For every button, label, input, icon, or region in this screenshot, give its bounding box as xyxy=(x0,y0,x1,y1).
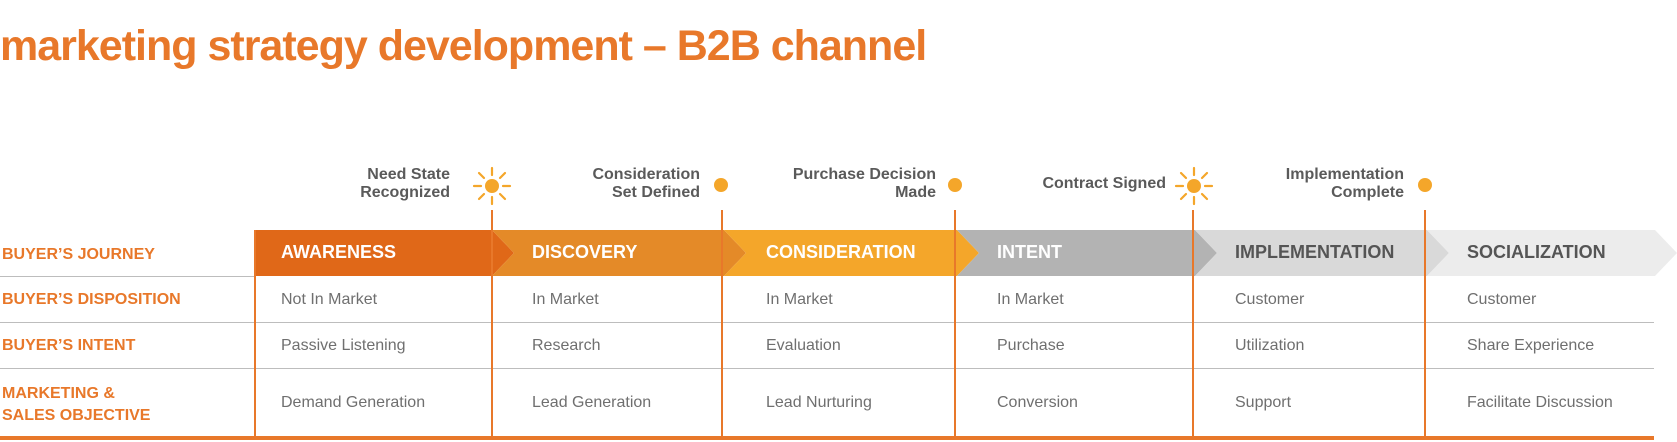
cell-objective: Facilitate Discussion xyxy=(1467,394,1613,411)
cell-disposition: In Market xyxy=(532,291,599,308)
row-label-objective-line1: MARKETING & xyxy=(2,385,115,402)
stage-arrow-intent xyxy=(957,230,1217,276)
milestone-contract-signed: Contract Signed xyxy=(1042,175,1166,193)
milestone-consideration-set: Consideration Set Defined xyxy=(592,166,700,202)
row-divider xyxy=(0,276,255,277)
stage-arrow-consideration xyxy=(724,230,979,276)
dot-icon xyxy=(1418,178,1432,192)
row-divider xyxy=(0,368,1654,369)
stage-arrow-discovery xyxy=(492,230,746,276)
row-label-objective-line2: SALES OBJECTIVE xyxy=(2,407,151,424)
cell-objective: Support xyxy=(1235,394,1292,411)
milestone-connector xyxy=(1192,210,1194,438)
sun-icon xyxy=(472,166,512,206)
cell-objective: Lead Nurturing xyxy=(766,394,872,411)
cell-intent: Research xyxy=(532,337,601,354)
stage-name-intent: INTENT xyxy=(997,242,1062,262)
row-label-intent: BUYER’S INTENT xyxy=(2,337,136,354)
cell-disposition: In Market xyxy=(997,291,1064,308)
row-label-disposition: BUYER’S DISPOSITION xyxy=(2,291,181,308)
cell-objective: Demand Generation xyxy=(281,394,426,411)
milestone-implementation-complete: Implementation Complete xyxy=(1286,166,1404,202)
cell-objective: Conversion xyxy=(997,394,1078,411)
cell-intent: Utilization xyxy=(1235,337,1305,354)
cell-intent: Evaluation xyxy=(766,337,841,354)
stage-name-awareness: AWARENESS xyxy=(281,242,397,262)
milestone-need-state: Need State Recognized xyxy=(360,166,450,202)
cell-disposition: In Market xyxy=(766,291,833,308)
cell-disposition: Not In Market xyxy=(281,291,378,308)
stage-arrow-implementation xyxy=(1195,230,1449,276)
milestone-label-line1: Implementation xyxy=(1285,166,1404,183)
milestone-label-line1: Need State xyxy=(367,166,450,183)
cell-intent: Share Experience xyxy=(1467,337,1595,354)
stage-name-discovery: DISCOVERY xyxy=(532,242,638,262)
stage-name-consideration: CONSIDERATION xyxy=(766,242,916,262)
milestone-connector xyxy=(721,210,723,438)
dot-icon xyxy=(714,178,728,192)
milestone-label-line2: Set Defined xyxy=(611,184,700,201)
stage-name-socialization: SOCIALIZATION xyxy=(1467,242,1606,262)
sun-icon xyxy=(1174,166,1214,206)
cell-intent: Passive Listening xyxy=(281,337,406,354)
milestone-purchase-decision: Purchase Decision Made xyxy=(793,166,936,202)
milestone-label-line2: Complete xyxy=(1331,184,1404,201)
milestone-connector xyxy=(954,210,956,438)
stage-arrow-awareness xyxy=(255,230,514,276)
milestone-label-line1: Contract Signed xyxy=(1042,175,1166,192)
stage-name-implementation: IMPLEMENTATION xyxy=(1235,242,1395,262)
cell-disposition: Customer xyxy=(1467,291,1537,308)
milestone-label-line1: Purchase Decision xyxy=(792,166,936,183)
milestone-connector xyxy=(491,210,493,438)
cell-objective: Lead Generation xyxy=(532,394,652,411)
cell-disposition: Customer xyxy=(1235,291,1305,308)
row-label-journey: BUYER’S JOURNEY xyxy=(2,246,155,263)
milestone-label-line1: Consideration xyxy=(592,166,700,183)
dot-icon xyxy=(948,178,962,192)
stage-divider xyxy=(254,230,256,438)
stage-arrow-socialization xyxy=(1427,230,1677,276)
milestone-label-line2: Recognized xyxy=(360,184,450,201)
cell-intent: Purchase xyxy=(997,337,1065,354)
bottom-rule xyxy=(0,436,1654,440)
row-divider xyxy=(0,322,1654,323)
milestone-connector xyxy=(1424,210,1426,438)
row-label-objective: MARKETING & SALES OBJECTIVE xyxy=(2,383,150,427)
milestone-label-line2: Made xyxy=(895,184,936,201)
page-title: marketing strategy development – B2B cha… xyxy=(0,22,927,70)
